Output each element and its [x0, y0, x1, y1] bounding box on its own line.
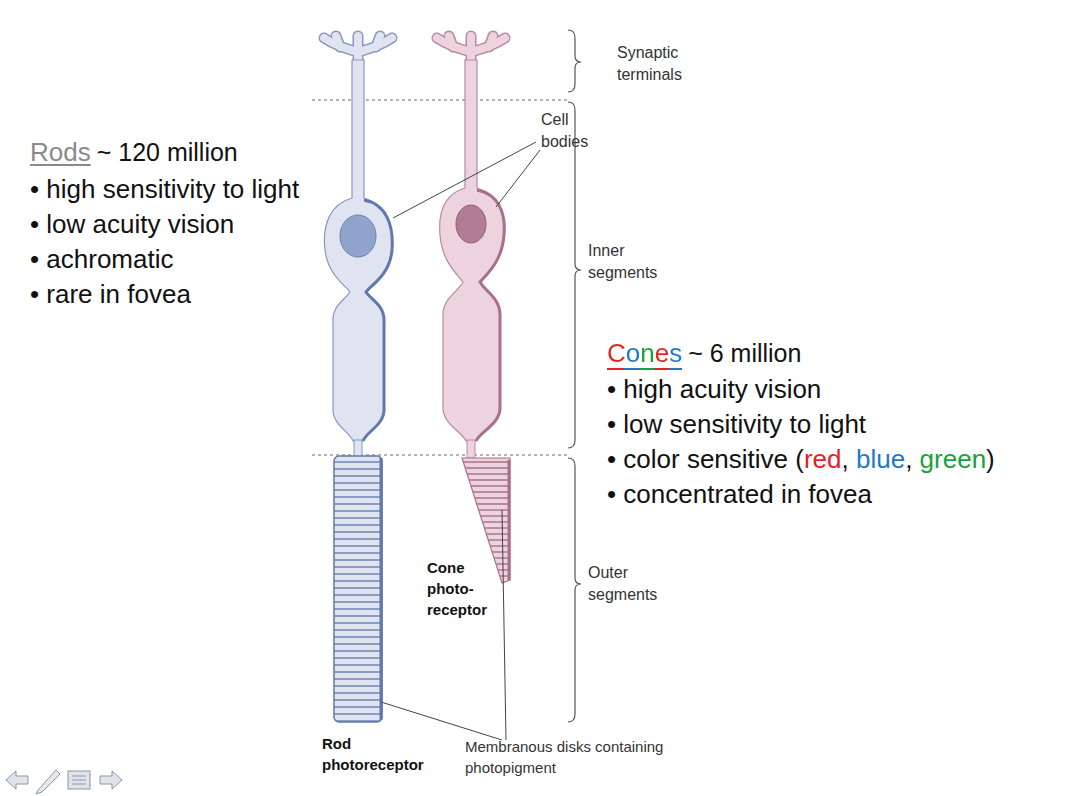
text-label: ~ 120 million — [97, 138, 238, 166]
text-row: Cell bodies — [541, 109, 601, 154]
text-row: Cone photo- receptor — [427, 557, 505, 620]
text-label: Rod photoreceptor — [322, 735, 424, 773]
text-row: • low sensitivity to light — [607, 408, 866, 441]
text-row: Rods~ 120 million — [30, 136, 238, 169]
text-row: Cones~ 6 million — [607, 337, 801, 370]
text-row: • low acuity vision — [30, 208, 234, 241]
text-row: • color sensitive (red, blue, green) — [607, 443, 995, 476]
text-label: Outer segments — [588, 564, 657, 603]
heading-label: Rods — [30, 137, 91, 167]
text-label: green — [920, 444, 987, 474]
text-label: Cell bodies — [541, 111, 588, 150]
rod-nucleus — [340, 215, 376, 257]
heading-label: Cones — [607, 339, 682, 370]
text-label: , — [905, 444, 919, 474]
text-label: Synaptic terminals — [617, 44, 682, 83]
cone-cell-body — [440, 60, 505, 441]
text-row: Inner segments — [588, 240, 678, 285]
text-label: • achromatic — [30, 244, 173, 274]
text-label: • low sensitivity to light — [607, 409, 866, 439]
text-label: Membranous disks containing photopigment — [465, 738, 663, 776]
text-row: Synaptic terminals — [617, 42, 707, 87]
dashed-divider — [312, 100, 570, 101]
text-label: , — [842, 444, 856, 474]
text-label: Inner segments — [588, 242, 657, 281]
rod-cell-body — [324, 60, 392, 441]
text-label: • high sensitivity to light — [30, 174, 299, 204]
text-label: • high acuity vision — [607, 374, 821, 404]
text-label: • concentrated in fovea — [607, 479, 872, 509]
text-label: • low acuity vision — [30, 209, 234, 239]
text-label: ~ 6 million — [688, 339, 801, 367]
text-row: • achromatic — [30, 243, 173, 276]
rod-outer-segment — [334, 456, 382, 722]
leader-line — [381, 142, 540, 740]
text-label: • rare in fovea — [30, 279, 191, 309]
text-row: • high sensitivity to light — [30, 173, 299, 206]
text-label: Cone photo- receptor — [427, 559, 487, 618]
cone-cilium — [467, 440, 475, 458]
text-row: Membranous disks containing photopigment — [465, 736, 670, 778]
text-row: Outer segments — [588, 562, 678, 607]
text-label: blue — [856, 444, 905, 474]
text-row: • concentrated in fovea — [607, 478, 872, 511]
rod-cilium — [354, 440, 362, 457]
cone-nucleus — [456, 205, 486, 243]
text-label: • color sensitive ( — [607, 444, 804, 474]
text-row: • high acuity vision — [607, 373, 821, 406]
text-row: Rod photoreceptor — [322, 733, 452, 775]
text-row: • rare in fovea — [30, 278, 191, 311]
text-label: ) — [986, 444, 995, 474]
nav-icons — [6, 770, 122, 794]
text-label: red — [804, 444, 842, 474]
